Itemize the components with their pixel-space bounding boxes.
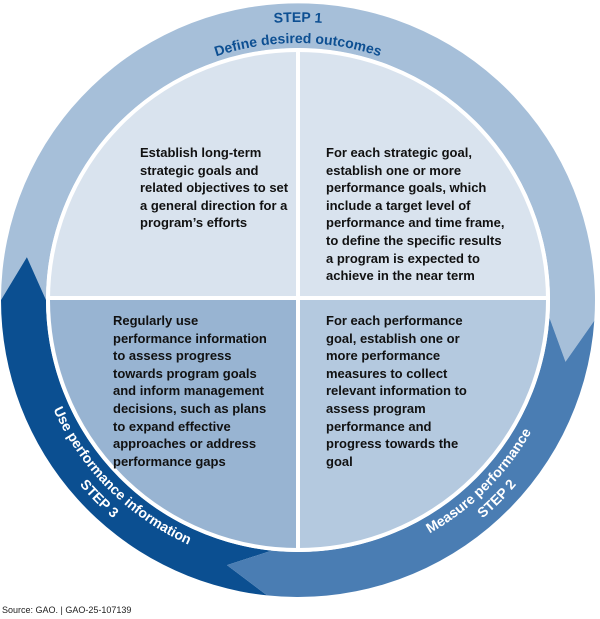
text-line: to expand effective (113, 418, 231, 434)
text-line: establish one or more (326, 162, 462, 178)
source-note: Source: GAO. | GAO-25-107139 (2, 605, 132, 615)
text-line: to define the specific results (326, 232, 502, 248)
text-line: goal, establish one or (326, 330, 460, 346)
q3-text: Regularly use performance information to… (113, 312, 267, 470)
text-line: decisions, such as plans (113, 400, 267, 416)
text-line: achieve in the near term (326, 268, 475, 284)
text-line: assess program (326, 400, 426, 416)
step1-ring-arrow (1, 3, 595, 362)
step3-ring-arrow (0, 257, 272, 596)
step1-label-text: STEP 1 (273, 9, 323, 26)
text-line: performance gaps (113, 453, 226, 469)
text-line: performance goals, which (326, 180, 487, 196)
text-line: performance information (113, 330, 267, 346)
text-line: and inform management (113, 383, 264, 399)
quadrant-define-goals (48, 50, 298, 300)
text-line: include a target level of (326, 197, 471, 213)
step2-ring-arrow (227, 317, 595, 598)
text-line: relevant information to (326, 383, 467, 399)
q1-text: Establish long-term strategic goals and … (140, 144, 288, 232)
text-line: progress towards the (326, 436, 459, 452)
inner-circle-border (46, 48, 550, 552)
text-line: Regularly use (113, 313, 199, 328)
text-line: Establish long-term (140, 145, 262, 160)
text-line: approaches or address (113, 436, 257, 452)
text-line: strategic goals and (140, 162, 259, 178)
quadrant-use-information (48, 300, 298, 550)
text-line: towards program goals (113, 365, 257, 381)
q4-text: For each performance goal, establish one… (326, 312, 467, 470)
text-line: performance and time frame, (326, 215, 505, 231)
text-line: performance and (326, 418, 432, 434)
quadrant-performance-measures (298, 300, 548, 550)
quadrant-performance-goals (298, 50, 548, 300)
text-line: program’s efforts (140, 215, 248, 231)
text-line: a program is expected to (326, 250, 480, 266)
text-line: related objectives to set (140, 180, 289, 196)
text-line: to assess progress (113, 348, 232, 364)
text-line: goal (326, 453, 353, 469)
text-line: more performance (326, 348, 441, 364)
text-line: a general direction for a (140, 197, 288, 213)
text-line: measures to collect (326, 365, 448, 381)
step1-label: STEP 1 (273, 9, 323, 26)
text-line: For each strategic goal, (326, 145, 472, 160)
q2-text: For each strategic goal, establish one o… (326, 144, 504, 285)
text-line: For each performance (326, 313, 463, 328)
